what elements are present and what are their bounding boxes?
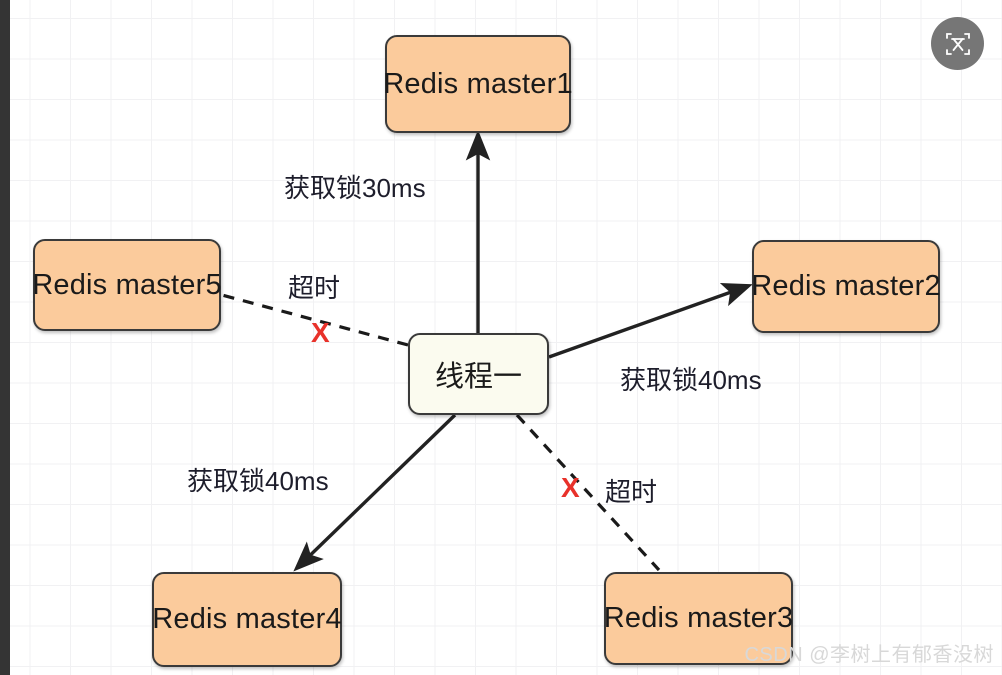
edge-label-timeout-master3: 超时 [605, 477, 658, 507]
left-edge-bar [0, 0, 10, 675]
node-label: Redis master5 [32, 268, 222, 301]
x-mark-icon-master3: X [561, 472, 580, 503]
node-label: Redis master1 [383, 67, 573, 100]
node-redis-master3[interactable]: Redis master3 [604, 572, 793, 665]
node-label: Redis master2 [751, 270, 941, 302]
node-redis-master1[interactable]: Redis master1 [383, 35, 573, 133]
csdn-watermark: CSDN @李树上有郁香没树 [744, 644, 994, 666]
node-redis-master5[interactable]: Redis master5 [32, 239, 222, 331]
node-redis-master2[interactable]: Redis master2 [751, 240, 941, 333]
node-thread-one[interactable]: 线程一 [408, 333, 549, 415]
node-label: Redis master4 [152, 603, 342, 635]
edge-thread1-master3 [515, 413, 661, 572]
edge-label-timeout-master5: 超时 [288, 273, 341, 303]
node-redis-master4[interactable]: Redis master4 [152, 572, 342, 667]
edge-label-lock-40ms-master2: 获取锁40ms [620, 365, 762, 395]
translate-scan-glyph [945, 32, 970, 55]
translate-scan-icon[interactable] [931, 17, 984, 70]
edge-thread1-master2 [548, 283, 753, 359]
edge-label-lock-30ms: 获取锁30ms [284, 173, 426, 203]
edge-thread1-master5 [221, 293, 409, 347]
node-label: 线程一 [434, 361, 522, 393]
x-mark-icon-master5: X [311, 317, 330, 348]
node-label: Redis master3 [603, 602, 794, 634]
edge-thread1-master4 [293, 413, 457, 572]
edge-label-lock-40ms-master4: 获取锁40ms [187, 466, 329, 496]
